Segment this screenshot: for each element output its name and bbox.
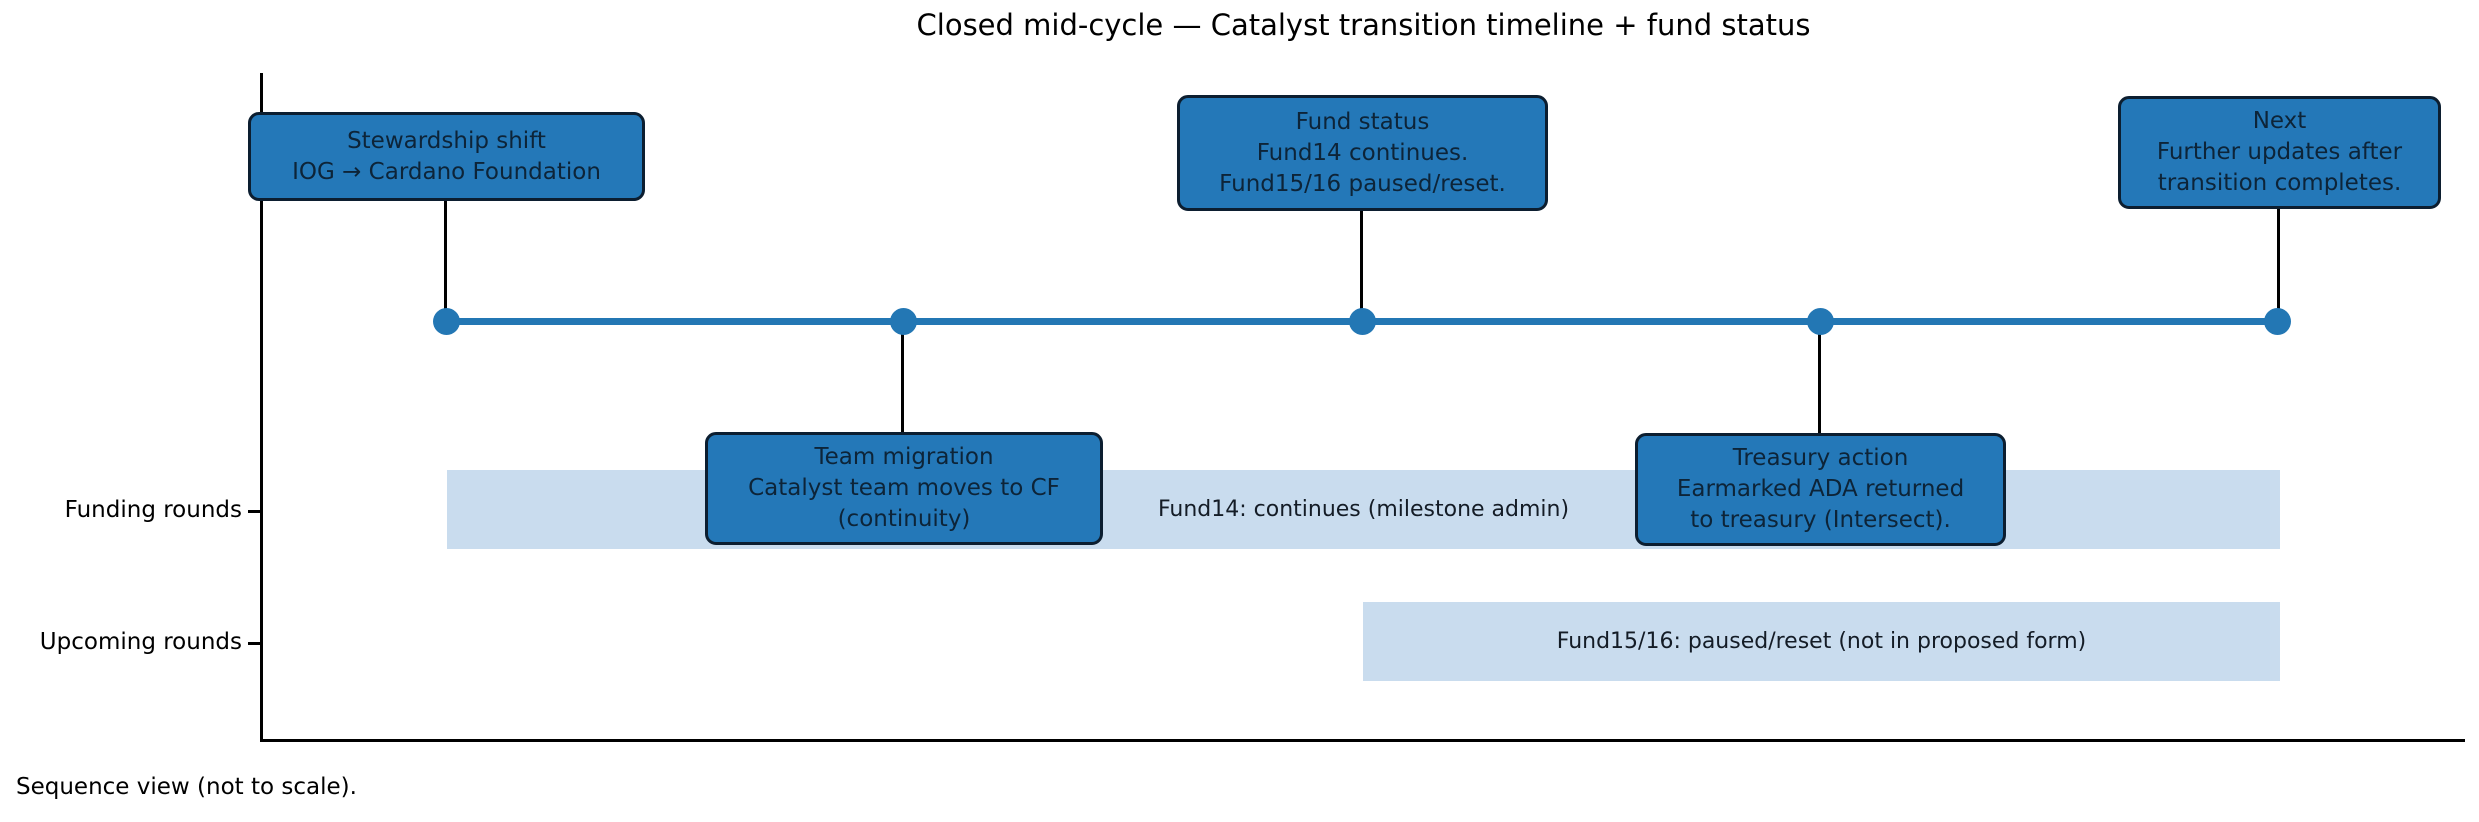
event-box-team-migration: Team migration Catalyst team moves to CF… bbox=[705, 432, 1103, 545]
event-heading: Stewardship shift bbox=[347, 127, 546, 154]
y-tick-funding-rounds bbox=[248, 510, 260, 513]
event-heading: Team migration bbox=[814, 444, 994, 470]
event-box-stewardship-shift: Stewardship shift IOG → Cardano Foundati… bbox=[248, 112, 645, 201]
event-line: to treasury (Intersect). bbox=[1690, 507, 1951, 533]
x-axis-spine bbox=[260, 739, 2465, 742]
event-line: Catalyst team moves to CF bbox=[748, 475, 1060, 501]
timeline-dot-fund-status bbox=[1349, 308, 1376, 335]
event-line: Fund14 continues. bbox=[1256, 139, 1469, 166]
timeline-dot-treasury-action bbox=[1807, 308, 1834, 335]
event-line: (continuity) bbox=[837, 506, 971, 532]
connector-fund-status bbox=[1360, 210, 1363, 321]
connector-team-migration bbox=[901, 321, 904, 432]
figure-caption: Sequence view (not to scale). bbox=[16, 774, 357, 800]
figure-title: Closed mid-cycle — Catalyst transition t… bbox=[916, 8, 1811, 42]
band-fund15-16-label: Fund15/16: paused/reset (not in proposed… bbox=[1556, 629, 2087, 654]
timeline-dot-next bbox=[2264, 308, 2291, 335]
connector-stewardship-shift bbox=[444, 200, 447, 321]
y-axis-spine bbox=[260, 73, 263, 742]
event-box-fund-status: Fund status Fund14 continues. Fund15/16 … bbox=[1177, 95, 1548, 211]
event-heading: Fund status bbox=[1295, 108, 1430, 135]
band-fund14-label: Fund14: continues (milestone admin) bbox=[1157, 497, 1570, 522]
event-line: IOG → Cardano Foundation bbox=[292, 158, 601, 185]
y-tick-upcoming-rounds bbox=[248, 642, 260, 645]
band-fund15-16: Fund15/16: paused/reset (not in proposed… bbox=[1363, 602, 2280, 681]
event-box-next: Next Further updates after transition co… bbox=[2118, 96, 2441, 209]
row-label-funding-rounds: Funding rounds bbox=[64, 497, 242, 523]
event-heading: Next bbox=[2252, 108, 2307, 134]
event-line: Further updates after bbox=[2156, 139, 2403, 165]
event-line: transition completes. bbox=[2157, 170, 2402, 196]
timeline-dot-stewardship-shift bbox=[433, 308, 460, 335]
event-line: Fund15/16 paused/reset. bbox=[1219, 170, 1506, 197]
connector-next bbox=[2277, 208, 2280, 321]
event-line: Earmarked ADA returned bbox=[1676, 476, 1965, 502]
event-heading: Treasury action bbox=[1732, 445, 1909, 471]
connector-treasury-action bbox=[1818, 321, 1821, 433]
event-box-treasury-action: Treasury action Earmarked ADA returned t… bbox=[1635, 433, 2006, 546]
timeline-dot-team-migration bbox=[890, 308, 917, 335]
row-label-upcoming-rounds: Upcoming rounds bbox=[39, 629, 242, 655]
